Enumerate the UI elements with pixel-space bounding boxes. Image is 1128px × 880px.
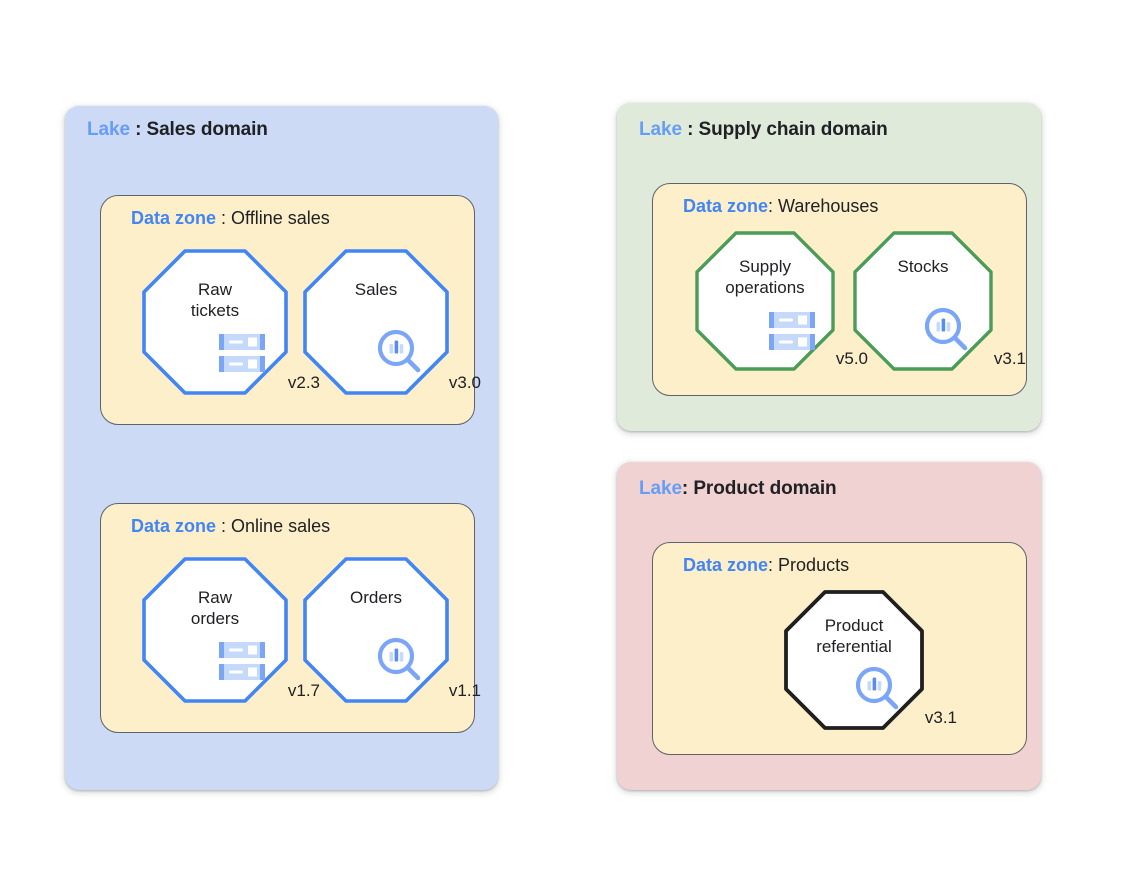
octagon-shape [303, 249, 449, 395]
data-asset-stocks[interactable]: Stocks v3.1 [853, 231, 1026, 371]
lake-keyword: Lake [639, 119, 682, 140]
data-zone-offline-sales-title: Data zone : Offline sales [131, 208, 330, 229]
data-zone-online-sales-title: Data zone : Online sales [131, 516, 330, 537]
data-asset-supply-operations[interactable]: Supply operations [695, 231, 868, 371]
lake-supply-chain-domain-title: Lake : Supply chain domain [639, 119, 888, 141]
data-asset-raw-orders[interactable]: Raw orders [142, 557, 320, 703]
lake-keyword: Lake [87, 119, 130, 140]
lake-separator: : [129, 119, 147, 140]
data-zone-keyword: Data zone [131, 208, 217, 228]
data-asset-raw-orders-version: v1.7 [287, 681, 320, 700]
lake-sales-domain-title: Lake : Sales domain [87, 119, 268, 141]
data-asset-product-referential[interactable]: Product referential v3.1 [784, 590, 957, 730]
data-zone-products-title: Data zone: Products [683, 555, 849, 576]
data-zone-products[interactable]: Data zone: Products Product referential [652, 542, 1027, 755]
data-zone-separator: : [216, 516, 232, 536]
data-asset-stocks-version: v3.1 [993, 349, 1026, 368]
data-asset-raw-tickets-version: v2.3 [287, 373, 320, 392]
lake-product-domain[interactable]: Lake: Product domain Data zone: Products… [617, 462, 1041, 790]
data-zone-warehouses-title: Data zone: Warehouses [683, 196, 878, 217]
data-asset-sales-version: v3.0 [448, 373, 481, 392]
lake-sales-domain[interactable]: Lake : Sales domain Data zone : Offline … [65, 106, 498, 790]
data-asset-sales[interactable]: Sales v3.0 [303, 249, 481, 395]
lake-separator: : [681, 478, 694, 499]
lake-separator: : [681, 119, 699, 140]
lake-name: Sales domain [146, 119, 268, 140]
data-zone-name: Warehouses [778, 196, 879, 216]
data-asset-orders-version: v1.1 [448, 681, 481, 700]
lake-keyword: Lake [639, 478, 682, 499]
data-asset-product-referential-version: v3.1 [924, 708, 957, 727]
data-zone-name: Products [778, 555, 850, 575]
data-zone-offline-sales[interactable]: Data zone : Offline sales Raw tickets [100, 195, 481, 425]
lake-product-domain-title: Lake: Product domain [639, 478, 837, 500]
data-zone-name: Online sales [231, 516, 331, 536]
data-zone-keyword: Data zone [683, 555, 769, 575]
lake-name: Supply chain domain [698, 119, 888, 140]
data-zone-keyword: Data zone [683, 196, 769, 216]
data-zone-name: Offline sales [231, 208, 330, 228]
octagon-shape [303, 557, 449, 703]
data-zone-separator: : [768, 555, 779, 575]
lake-supply-chain-domain[interactable]: Lake : Supply chain domain Data zone: Wa… [617, 103, 1041, 431]
data-zone-separator: : [768, 196, 779, 216]
data-zone-online-sales[interactable]: Data zone : Online sales Raw orders [100, 503, 481, 733]
data-asset-supply-operations-version: v5.0 [835, 349, 868, 368]
data-asset-orders[interactable]: Orders v1.1 [303, 557, 481, 703]
data-zone-keyword: Data zone [131, 516, 217, 536]
data-zone-separator: : [216, 208, 232, 228]
data-asset-raw-tickets[interactable]: Raw tickets [142, 249, 320, 395]
data-zone-warehouses[interactable]: Data zone: Warehouses Supply operations [652, 183, 1027, 396]
lake-name: Product domain [693, 478, 837, 499]
